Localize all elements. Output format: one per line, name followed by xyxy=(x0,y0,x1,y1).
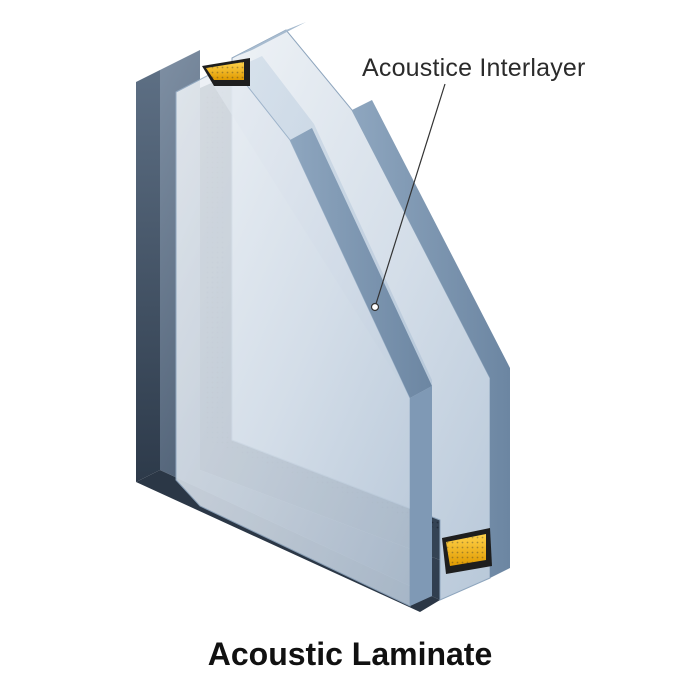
glass-pane-back-edge xyxy=(352,100,510,578)
frame-left-side xyxy=(136,70,160,482)
spacer-top xyxy=(202,58,250,86)
glass-pane-front-right-edge xyxy=(410,386,432,606)
callout-label-interlayer: Acoustice Interlayer xyxy=(362,54,586,82)
callout-leader-line xyxy=(374,83,446,308)
callout-point xyxy=(370,302,380,312)
diagram-caption: Acoustic Laminate xyxy=(207,636,493,672)
glass-pane-front-edge xyxy=(290,128,432,398)
glass-pane-back-top xyxy=(232,22,306,58)
spacer-bottom xyxy=(442,528,492,574)
